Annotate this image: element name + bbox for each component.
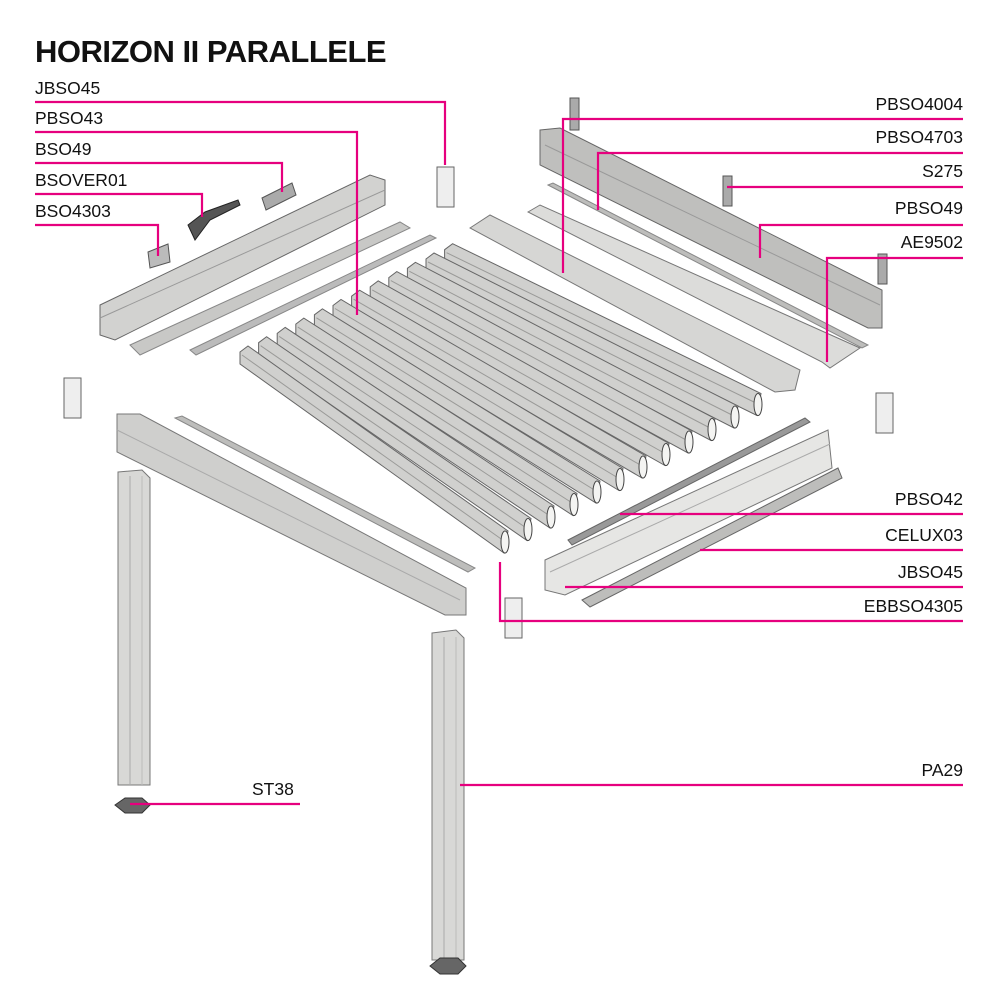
base-plate-right — [429, 957, 467, 975]
end-plate-left — [63, 377, 82, 419]
slat-groove — [427, 261, 735, 417]
slat-end-cap — [684, 430, 694, 454]
label-pbso42: PBSO42 — [894, 489, 963, 509]
label-pbso4703: PBSO4703 — [875, 127, 963, 147]
slat-groove — [334, 308, 620, 479]
bracket-pbso4004 — [569, 97, 580, 131]
leader-pbso49 — [758, 223, 963, 258]
label-ebbso4305: EBBSO4305 — [863, 596, 963, 616]
front-left-beam — [116, 413, 477, 616]
gutter-ae9502 — [526, 204, 862, 369]
slat-groove — [409, 270, 712, 429]
top-left-beam — [99, 174, 438, 356]
base-plate-st38 — [114, 797, 151, 814]
leader-pbso43 — [35, 130, 359, 315]
post-left — [117, 469, 151, 786]
label-jbso45-bottom: JBSO45 — [897, 562, 963, 582]
cover-celux03 — [581, 467, 843, 608]
motor-bsover01 — [187, 199, 241, 241]
slat-groove — [371, 289, 666, 454]
slat-end-cap — [500, 530, 510, 554]
leader-ae9502 — [825, 256, 963, 362]
slat-end-cap — [546, 505, 556, 529]
leader-pbso4004 — [561, 117, 963, 273]
slat-groove — [353, 298, 643, 467]
slat-groove — [260, 345, 528, 529]
label-pbso43: PBSO43 — [35, 108, 104, 128]
post-right — [431, 629, 465, 961]
slat-end-cap — [753, 393, 763, 416]
slat-groove — [241, 354, 505, 542]
diagram-title: HORIZON II PARALLELE — [35, 34, 387, 69]
label-bso49: BSO49 — [35, 139, 92, 159]
slat-end-cap — [661, 443, 671, 466]
bracket-bso49 — [261, 182, 297, 211]
label-bsover01: BSOVER01 — [35, 170, 128, 190]
label-pbso49: PBSO49 — [894, 198, 963, 218]
bracket-right — [877, 253, 888, 285]
slat-groove — [297, 326, 574, 504]
gutter-back — [469, 214, 801, 393]
leader-jbso45-top — [35, 100, 447, 165]
label-pbso4004: PBSO4004 — [875, 94, 963, 114]
strip-pbso4703 — [546, 182, 870, 349]
louvre-slats — [239, 243, 763, 554]
label-jbso45-top: JBSO45 — [35, 78, 101, 98]
slat-end-cap — [592, 480, 602, 504]
slat-end-cap — [638, 455, 648, 479]
label-celux03: CELUX03 — [885, 525, 963, 545]
back-right-beam — [539, 127, 883, 329]
slat-groove — [316, 317, 597, 492]
leader-pbso4703 — [596, 151, 963, 210]
end-plate-jbso45-top — [436, 166, 455, 208]
slat-groove — [446, 252, 758, 404]
end-plate-right — [875, 392, 894, 434]
label-s275: S275 — [922, 161, 963, 181]
end-plate-ebbso4305 — [504, 597, 523, 639]
slat-end-cap — [523, 518, 533, 541]
slat-groove — [278, 335, 551, 517]
slat-groove — [390, 280, 689, 442]
leader-lines — [35, 100, 963, 806]
front-right-beam — [544, 429, 833, 596]
leader-ebbso4305 — [498, 562, 963, 623]
slat-end-cap — [707, 418, 717, 441]
bracket-s275 — [722, 175, 733, 207]
label-st38: ST38 — [252, 779, 294, 799]
label-pa29: PA29 — [921, 760, 963, 780]
leader-bso49 — [35, 161, 284, 192]
slat-end-cap — [615, 468, 625, 491]
slat-end-cap — [569, 493, 579, 516]
leader-bsover01 — [35, 192, 204, 217]
label-ae9502: AE9502 — [900, 232, 963, 252]
slat-end-cap — [730, 405, 740, 429]
leader-bso4303 — [35, 223, 160, 256]
label-bso4303: BSO4303 — [35, 201, 111, 221]
